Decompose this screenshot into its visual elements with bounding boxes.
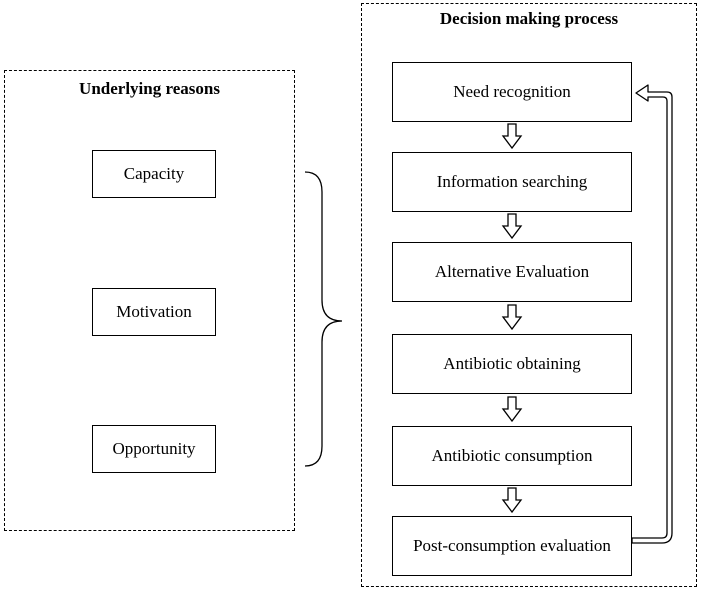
step-box-information-searching: Information searching [392,152,632,212]
decision-making-title: Decision making process [439,9,619,28]
reason-box-capacity: Capacity [92,150,216,198]
grouping-brace [304,171,343,467]
step-box-antibiotic-obtaining: Antibiotic obtaining [392,334,632,394]
step-box-need-recognition: Need recognition [392,62,632,122]
reason-box-opportunity: Opportunity [92,425,216,473]
underlying-reasons-title: Underlying reasons [79,79,220,98]
step-box-antibiotic-consumption: Antibiotic consumption [392,426,632,486]
step-box-post-consumption-evaluation: Post-consumption evaluation [392,516,632,576]
reason-box-motivation: Motivation [92,288,216,336]
step-box-alternative-evaluation: Alternative Evaluation [392,242,632,302]
underlying-reasons-panel: Underlying reasons [4,70,295,531]
decision-making-panel: Decision making process [361,3,697,587]
